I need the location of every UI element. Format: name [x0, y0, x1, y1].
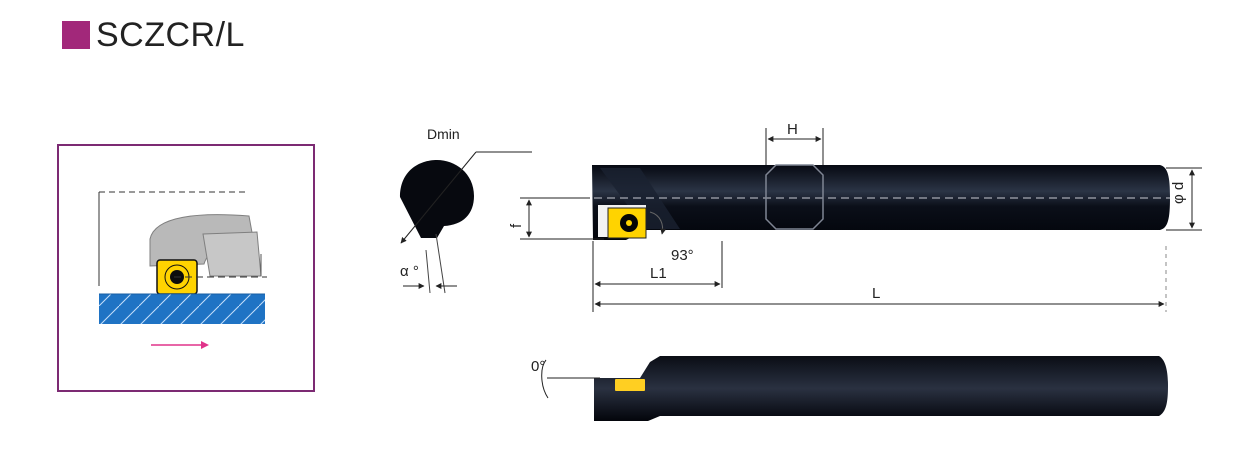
side-insert: [615, 379, 645, 391]
application-inset: [57, 144, 315, 392]
side-view: 0°: [531, 356, 1168, 421]
alpha-label: α °: [400, 263, 419, 280]
angle-label: 93°: [671, 247, 694, 264]
top-view: H φ d f 93° L1 L: [508, 121, 1202, 312]
clearance-arc: [541, 359, 549, 399]
insert-screw-center-icon: [626, 220, 632, 226]
l1-label: L1: [650, 265, 667, 282]
dmin-label: Dmin: [427, 126, 460, 142]
clearance-label: 0°: [531, 358, 545, 375]
side-bar: [594, 356, 1168, 421]
h-label: H: [787, 121, 798, 138]
title-square-icon: [62, 21, 90, 49]
application-diagram: [98, 191, 267, 349]
alpha-ray-line: [435, 233, 446, 294]
workpiece-hatch: [99, 294, 265, 324]
dmin-dimension-line: [400, 151, 477, 244]
alpha-ray-line-2: [425, 249, 431, 294]
title-block: SCZCR/L: [62, 18, 245, 52]
h-octagon: [765, 164, 824, 230]
tool-bar: [592, 165, 1170, 240]
f-label: f: [508, 223, 525, 228]
angle-arc: [649, 211, 667, 235]
d-label: φ d: [1170, 182, 1187, 204]
page-title: SCZCR/L: [96, 16, 245, 54]
l-label: L: [872, 285, 880, 302]
feed-arrow-icon: [201, 341, 209, 349]
cross-section-view: Dmin α °: [400, 126, 532, 294]
